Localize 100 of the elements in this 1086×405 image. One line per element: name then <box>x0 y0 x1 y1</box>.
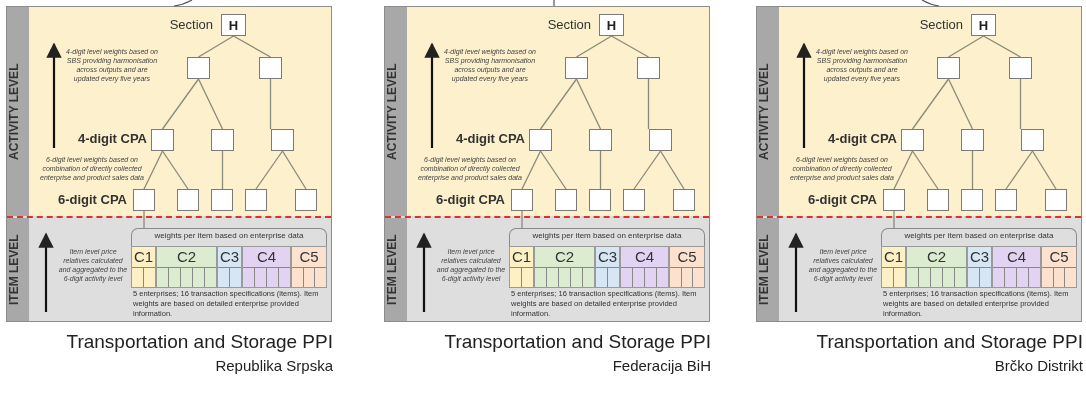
row-label: Section <box>918 17 963 32</box>
connector-line <box>521 150 542 190</box>
category-segment <box>291 246 327 288</box>
tree-box <box>961 189 983 211</box>
tree-box <box>995 189 1017 211</box>
band-heading: ACTIVITY LEVEL <box>757 7 779 216</box>
connector-line <box>221 150 224 190</box>
tree-box <box>295 189 317 211</box>
connector-line <box>281 150 307 190</box>
tree-box <box>589 129 612 151</box>
tree-box <box>529 129 552 151</box>
band-heading: ACTIVITY LEVEL <box>7 7 29 216</box>
tree-box <box>637 57 660 79</box>
tree-box <box>187 57 210 79</box>
item-table <box>509 228 705 288</box>
connector-line <box>255 150 284 190</box>
box-label: H <box>977 18 990 33</box>
tree-box <box>565 57 588 79</box>
connector-line <box>197 78 224 130</box>
table-header: weights per item based on enterprise data <box>903 231 1055 240</box>
connector-line <box>633 150 662 190</box>
table-header: weights per item based on enterprise data <box>153 231 305 240</box>
row-label: Section <box>546 17 591 32</box>
item-band <box>7 216 331 321</box>
tree-box <box>245 189 267 211</box>
caption-title: Transportation and Storage PPI <box>815 331 1083 353</box>
band-heading: ITEM LEVEL <box>757 218 779 321</box>
box-label: H <box>227 18 240 33</box>
caption-title: Transportation and Storage PPI <box>65 331 333 353</box>
category-segment <box>992 246 1041 288</box>
connector-line <box>1019 78 1022 130</box>
row-label: 6-digit CPA <box>806 192 877 207</box>
category-segment <box>669 246 705 288</box>
tree-box <box>901 129 924 151</box>
row-label: 4-digit CPA <box>76 131 147 146</box>
category-segment <box>906 246 967 288</box>
segment-label: C1 <box>882 248 905 265</box>
segment-label: C5 <box>676 248 698 265</box>
caption-title: Transportation and Storage PPI <box>443 331 711 353</box>
tree-box <box>177 189 199 211</box>
category-segment <box>131 246 156 288</box>
connector-line <box>971 150 974 190</box>
connector-line <box>947 78 974 130</box>
segment-label: C5 <box>298 248 320 265</box>
tree-box <box>673 189 695 211</box>
band-heading: ITEM LEVEL <box>385 218 407 321</box>
connector-line <box>911 150 939 190</box>
segment-label: C1 <box>510 248 533 265</box>
item-table <box>881 228 1077 288</box>
category-segment <box>509 246 534 288</box>
category-segment <box>156 246 217 288</box>
category-segment <box>967 246 992 288</box>
tree-box <box>555 189 577 211</box>
segment-label: C2 <box>925 248 948 265</box>
table-header: weights per item based on enterprise data <box>531 231 683 240</box>
activity-band <box>385 7 709 216</box>
tree-box <box>259 57 282 79</box>
row-label: Section <box>168 17 213 32</box>
tree-box <box>623 189 645 211</box>
tree-box <box>1009 57 1032 79</box>
item-band <box>757 216 1081 321</box>
row-label: 4-digit CPA <box>826 131 897 146</box>
connector-line <box>269 78 272 130</box>
connector-line <box>575 35 613 58</box>
caption-subtitle: Republika Srpska <box>214 357 333 374</box>
connector-line <box>893 150 914 190</box>
connector-line <box>143 150 164 190</box>
connector-line <box>161 78 200 130</box>
tree-box <box>937 57 960 79</box>
tree-box <box>599 14 624 36</box>
band-heading: ITEM LEVEL <box>7 218 29 321</box>
tree-box <box>589 189 611 211</box>
tree-box <box>961 129 984 151</box>
segment-label: C3 <box>596 248 619 265</box>
tree-box <box>221 14 246 36</box>
segment-label: C4 <box>633 248 656 265</box>
segment-label: C3 <box>968 248 991 265</box>
connector-line <box>893 210 895 229</box>
connector-line <box>599 150 602 190</box>
category-segment <box>242 246 291 288</box>
connector-line <box>575 78 602 130</box>
connector-line <box>539 78 578 130</box>
segment-label: C3 <box>218 248 241 265</box>
connector-line <box>143 210 145 229</box>
segment-label: C1 <box>132 248 155 265</box>
activity-band <box>757 7 1081 216</box>
connector-line <box>911 78 950 130</box>
tree-box <box>1045 189 1067 211</box>
connector-line <box>647 78 650 130</box>
category-segment <box>595 246 620 288</box>
item-band <box>385 216 709 321</box>
connector-line <box>659 150 685 190</box>
box-label: H <box>605 18 618 33</box>
category-segment <box>881 246 906 288</box>
row-label: 6-digit CPA <box>56 192 127 207</box>
tree-box <box>1021 129 1044 151</box>
category-segment <box>217 246 242 288</box>
tree-box <box>511 189 533 211</box>
tree-box <box>151 129 174 151</box>
tree-box <box>649 129 672 151</box>
